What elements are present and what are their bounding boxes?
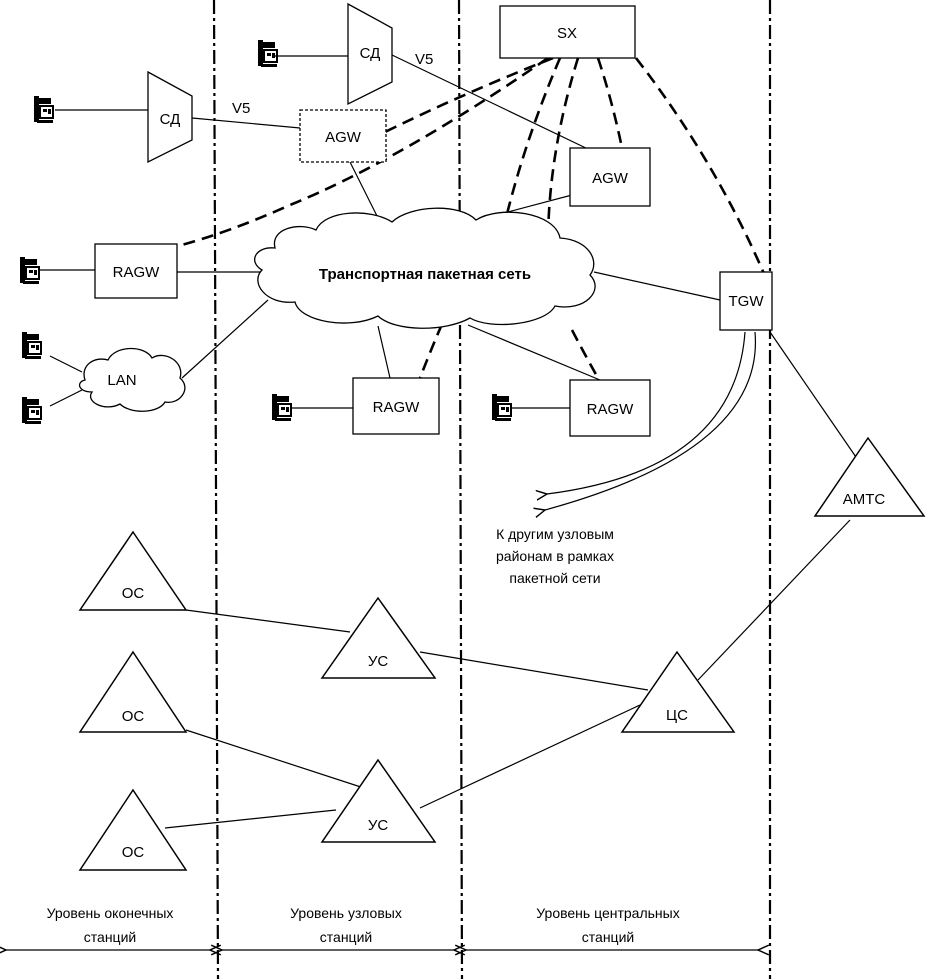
ragw-left-node: RAGW bbox=[94, 243, 178, 299]
amts-label: АМТС bbox=[843, 491, 886, 508]
telephone-terminal-icon bbox=[271, 393, 292, 422]
ragw-left-label: RAGW bbox=[113, 264, 161, 281]
telephone-terminal-icon bbox=[21, 396, 42, 425]
note-line-3: пакетной сети bbox=[509, 570, 600, 586]
sd-top-label: СД bbox=[360, 45, 381, 62]
v5-left-label: V5 bbox=[232, 100, 250, 117]
level-end-line-1: Уровень оконечных bbox=[47, 905, 174, 921]
ragw-right-node: RAGW bbox=[569, 379, 651, 437]
circuit-links bbox=[164, 519, 851, 829]
level-central-line-2: станций bbox=[582, 929, 634, 945]
level-node-line-2: станций bbox=[320, 929, 372, 945]
oc-3-label: ОС bbox=[122, 844, 145, 861]
sx-node: SX bbox=[499, 5, 636, 59]
divider-end-node bbox=[212, 0, 220, 979]
sd-top-node: СД bbox=[347, 2, 393, 106]
control-links bbox=[177, 56, 767, 379]
agw-right-label: AGW bbox=[592, 170, 629, 187]
level-node-line-1: Уровень узловых bbox=[290, 905, 402, 921]
tgw-node: TGW bbox=[719, 271, 773, 331]
oc-2-node: ОС bbox=[78, 650, 188, 733]
sx-label: SX bbox=[557, 25, 577, 42]
telephone-terminal-icon bbox=[19, 256, 40, 285]
other-regions-arrows bbox=[545, 331, 757, 510]
transport-network-cloud: Транспортная пакетная сеть bbox=[254, 207, 596, 329]
us-2-label: УС bbox=[368, 817, 389, 834]
divider-node-central bbox=[457, 0, 464, 979]
telephone-terminal-icon bbox=[257, 39, 278, 68]
v5-top-label: V5 bbox=[415, 51, 433, 68]
telephone-terminal-icon bbox=[491, 393, 512, 422]
us-1-node: УС bbox=[320, 596, 437, 679]
oc-3-node: ОС bbox=[78, 788, 188, 871]
transport-network-label: Транспортная пакетная сеть bbox=[319, 266, 531, 283]
lan-label: LAN bbox=[107, 372, 136, 389]
lan-cloud: LAN bbox=[78, 347, 186, 412]
amts-node: АМТС bbox=[813, 436, 926, 517]
agw-right-node: AGW bbox=[569, 147, 651, 207]
cs-label: ЦС bbox=[666, 707, 688, 724]
sd-left-label: СД bbox=[160, 111, 181, 128]
oc-1-label: ОС bbox=[122, 585, 145, 602]
ragw-right-label: RAGW bbox=[587, 401, 635, 418]
telephone-terminal-icon bbox=[33, 95, 54, 124]
agw-left-node: AGW bbox=[299, 109, 387, 163]
ragw-mid-label: RAGW bbox=[373, 399, 421, 416]
us-2-node: УС bbox=[320, 758, 437, 843]
sd-left-node: СД bbox=[147, 70, 193, 164]
agw-left-label: AGW bbox=[325, 129, 362, 146]
level-end-line-2: станций bbox=[84, 929, 136, 945]
note-line-1: К другим узловым bbox=[496, 526, 614, 542]
oc-1-node: ОС bbox=[78, 530, 188, 611]
note-line-2: районам в рамках bbox=[496, 548, 614, 564]
telephone-terminal-icon bbox=[21, 331, 42, 360]
cs-node: ЦС bbox=[620, 650, 736, 733]
tgw-label: TGW bbox=[729, 293, 765, 310]
level-central-line-1: Уровень центральных bbox=[536, 905, 679, 921]
oc-2-label: ОС bbox=[122, 708, 145, 725]
ragw-mid-node: RAGW bbox=[352, 377, 440, 435]
us-1-label: УС bbox=[368, 653, 389, 670]
